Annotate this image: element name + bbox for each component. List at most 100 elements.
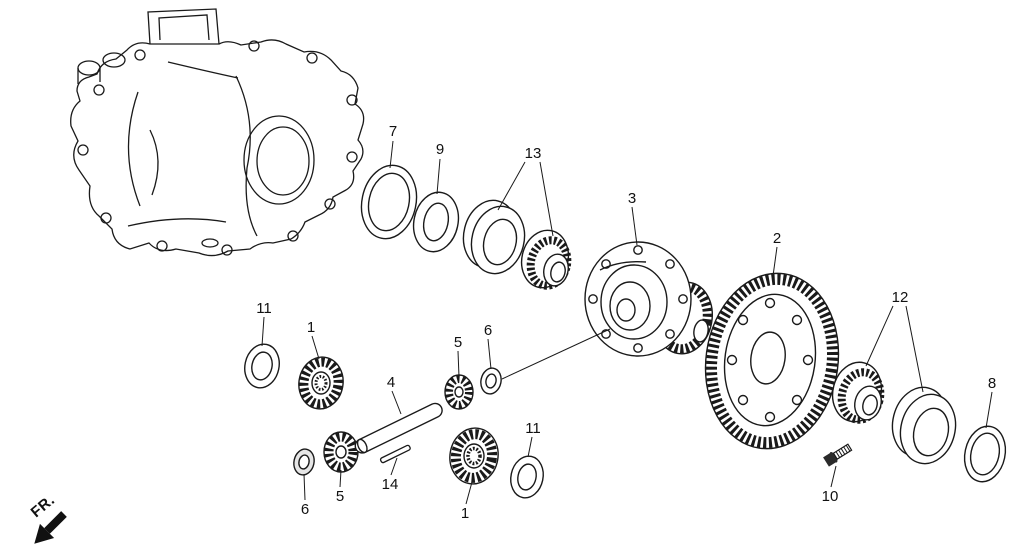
diff-flange-bolt-hole xyxy=(633,343,643,353)
housing-bolt-hole xyxy=(248,40,260,52)
leader-11-left xyxy=(261,316,265,347)
ring-gear-bolt-hole xyxy=(764,411,776,423)
part-pinion-gear-5-lower xyxy=(323,431,359,473)
leader-10 xyxy=(830,465,837,488)
housing-bolt-hole xyxy=(287,230,299,242)
bearing-race-bore xyxy=(482,218,518,266)
part-oring-7 xyxy=(360,164,418,240)
diff-flange-bolt-hole xyxy=(588,294,598,304)
part-washer-11-right xyxy=(510,455,544,499)
leader-5-upper xyxy=(457,350,460,378)
housing-boss-lines xyxy=(77,68,101,84)
leader-5-lower xyxy=(339,469,342,488)
callout-14: 14 xyxy=(382,476,399,493)
callout-8: 8 xyxy=(988,375,996,392)
part-oring-8 xyxy=(963,425,1007,483)
ring-gear-bolt-hole xyxy=(791,394,803,406)
part-bearing-set-12 xyxy=(831,361,957,465)
housing-boss-left-1 xyxy=(77,60,101,76)
taper-bearing-bore xyxy=(550,261,566,283)
part-side-gear-1-lower xyxy=(449,427,499,485)
housing-top-bracket-inner xyxy=(158,14,210,41)
housing-bolt-hole xyxy=(156,240,168,252)
leader-3 xyxy=(631,206,638,246)
leader-lines xyxy=(261,140,993,505)
leader-6-lower xyxy=(303,473,306,501)
callout-4: 4 xyxy=(387,374,395,391)
housing-bolt-hole xyxy=(306,52,318,64)
leader-8 xyxy=(985,391,993,429)
leader-1-lower xyxy=(465,481,473,505)
housing-bolt-hole xyxy=(346,151,358,163)
ring-gear-bolt-hole xyxy=(791,314,803,326)
bearing-race-bore xyxy=(912,407,950,457)
leader-9 xyxy=(436,158,441,195)
diff-case-contour xyxy=(599,260,647,271)
housing-contour-bottom xyxy=(127,218,227,227)
part-washer-9 xyxy=(412,191,460,253)
housing-boss-left-2 xyxy=(102,52,126,68)
housing-top-bracket xyxy=(147,8,220,45)
ring-gear-teeth xyxy=(705,273,839,449)
housing-diff-opening-outer xyxy=(243,115,315,205)
callout-11-right: 11 xyxy=(525,420,541,437)
housing-contour-left xyxy=(127,91,141,207)
ring-gear-bolt-hole xyxy=(764,297,776,309)
part-side-gear-1-upper xyxy=(298,356,344,410)
housing-bolt-hole xyxy=(100,212,112,224)
part-pinion-shaft-4 xyxy=(354,402,443,454)
diff-stub-shaft xyxy=(693,319,709,343)
part-bolt-10 xyxy=(823,443,853,467)
housing-bolt-hole xyxy=(221,244,233,256)
ring-gear-bolt-hole xyxy=(802,354,814,366)
callout-5-lower: 5 xyxy=(336,488,344,505)
callouts: 7 9 13 3 2 12 8 11 1 5 6 4 14 6 5 1 11 1… xyxy=(256,123,996,522)
callout-9: 9 xyxy=(436,141,444,158)
diff-flange-bolt-hole xyxy=(665,329,675,339)
leader-7 xyxy=(389,140,394,169)
housing-bolt-hole xyxy=(134,49,146,61)
housing-drain-detail xyxy=(201,238,219,248)
housing-contour-right xyxy=(235,75,258,237)
part-pinion-gear-5-upper xyxy=(444,374,474,410)
housing-diff-opening xyxy=(256,126,310,196)
callout-13: 13 xyxy=(525,145,542,162)
callout-11-left: 11 xyxy=(256,300,272,317)
part-washer-11-left xyxy=(244,343,280,389)
housing-outline xyxy=(70,39,365,257)
leader-14 xyxy=(390,457,398,476)
callout-5-upper: 5 xyxy=(454,334,462,351)
housing-bolt-hole xyxy=(77,144,89,156)
ring-gear-bolt-hole xyxy=(726,354,738,366)
housing-contour-mid xyxy=(149,129,159,196)
callout-1-lower: 1 xyxy=(461,505,469,522)
part-washer-6-lower xyxy=(293,448,315,476)
callout-6-upper: 6 xyxy=(484,322,492,339)
diff-flange-bolt-hole xyxy=(633,245,643,255)
fr-label: FR. xyxy=(28,492,59,522)
leader-6-upper xyxy=(487,338,492,370)
leader-2 xyxy=(772,246,778,277)
part-bearing-set-13 xyxy=(462,199,572,290)
part-washer-6-upper xyxy=(480,367,502,395)
callout-10: 10 xyxy=(822,488,839,505)
housing-bolt-hole xyxy=(324,198,336,210)
diff-case-bore xyxy=(616,298,636,322)
ring-gear-center-bore xyxy=(750,331,786,385)
diff-flange-bolt-hole xyxy=(665,259,675,269)
fr-indicator: FR. xyxy=(28,492,67,544)
leader-11-right xyxy=(527,436,533,458)
part-differential-case-3 xyxy=(584,241,713,357)
leader-12 xyxy=(865,305,924,393)
callout-6-lower: 6 xyxy=(301,501,309,518)
callout-3: 3 xyxy=(628,190,636,207)
leader-diff-to-washer xyxy=(501,328,611,380)
leader-4 xyxy=(391,390,402,415)
leader-13 xyxy=(497,161,554,237)
part-lock-pin-14 xyxy=(379,444,411,464)
part-ring-gear-2 xyxy=(704,272,840,450)
callout-2: 2 xyxy=(773,230,781,247)
callout-12: 12 xyxy=(892,289,909,306)
